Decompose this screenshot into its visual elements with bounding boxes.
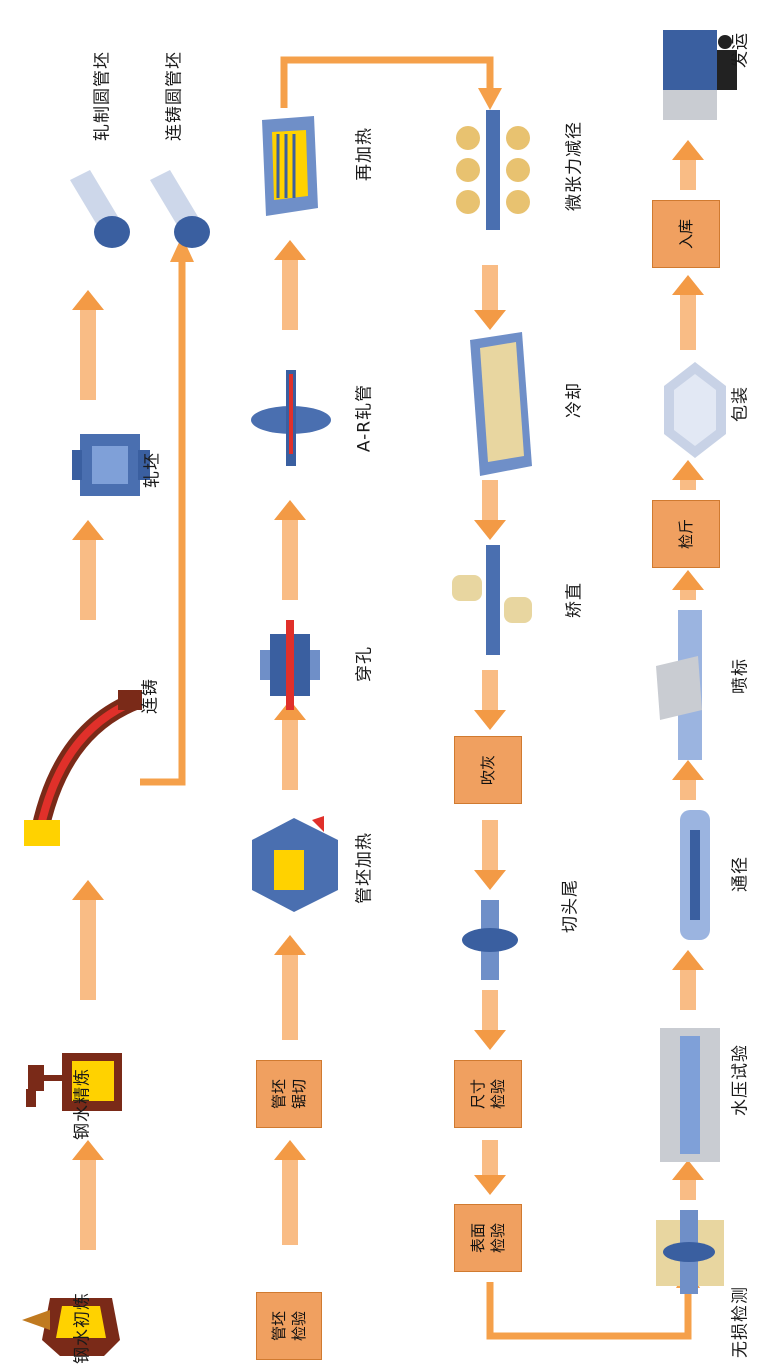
flow-arrow-shaft (680, 156, 696, 190)
box-label-s24: 检斤 (676, 519, 696, 549)
box-s16: 吹灰 (454, 736, 522, 804)
ndt-icon (650, 1210, 730, 1295)
box-s24: 检斤 (652, 500, 720, 568)
flow-arrow-shaft (282, 516, 298, 600)
flow-arrow-head (72, 520, 104, 540)
end-cutting-icon (455, 900, 525, 980)
flow-arrow-head (474, 1175, 506, 1195)
box-label-s18: 尺寸检验 (468, 1079, 508, 1109)
label-s23: 喷标 (726, 658, 751, 694)
flow-arrow-shaft (482, 1140, 498, 1179)
label-s25: 包装 (726, 386, 751, 422)
flow-arrow-shaft (282, 1156, 298, 1245)
label-s12: 再加热 (350, 127, 375, 181)
ar-mill-icon (246, 360, 336, 470)
marking-icon (650, 610, 730, 760)
label-s09: 管坯加热 (350, 832, 375, 904)
box-s07: 管坯检验 (256, 1292, 322, 1360)
rotary-furnace-icon (244, 810, 344, 920)
flow-arrow-head (474, 870, 506, 890)
bundle-icon (660, 360, 730, 460)
flow-arrow-shaft (282, 256, 298, 330)
flow-arrow-head (672, 140, 704, 160)
box-label-s26: 入库 (676, 219, 696, 249)
connector-col2-to-col3 (284, 60, 490, 108)
label-s04: 轧坯 (138, 452, 163, 488)
flow-arrow-head (72, 290, 104, 310)
flow-arrow-head (672, 950, 704, 970)
box-label-s19: 表面检验 (468, 1223, 508, 1253)
reheating-furnace-icon (248, 112, 328, 222)
flow-arrow-shaft (482, 990, 498, 1034)
flow-arrow-shaft (482, 480, 498, 524)
rolled-round-billet-icon (60, 170, 140, 270)
box-s08: 管坯锯切 (256, 1060, 322, 1128)
label-s10: 穿孔 (350, 646, 375, 682)
box-s26: 入库 (652, 200, 720, 268)
flow-arrow-shaft (680, 966, 696, 1010)
label-s17: 切头尾 (556, 879, 581, 933)
flow-arrow-head (72, 1140, 104, 1160)
label-s14: 冷却 (560, 382, 585, 418)
flow-arrow-shaft (282, 716, 298, 790)
hydrostatic-test-icon (650, 1020, 730, 1170)
flow-arrow-shaft (80, 536, 96, 620)
label-s21: 水压试验 (726, 1044, 751, 1116)
label-s05: 轧制圆管坯 (88, 51, 113, 141)
flow-arrow-shaft (482, 820, 498, 874)
flow-arrow-shaft (282, 951, 298, 1040)
flow-arrow-head (474, 520, 506, 540)
reducing-mill-icon (448, 110, 538, 230)
label-s02: 钢水精炼 (68, 1068, 93, 1140)
flow-arrow-head (274, 240, 306, 260)
label-s13: 微张力减径 (560, 121, 585, 211)
piercing-mill-icon (250, 620, 330, 710)
flow-arrow-shaft (80, 896, 96, 1000)
label-s22: 通径 (726, 856, 751, 892)
label-s03: 连铸 (136, 678, 161, 714)
flow-arrow-head (474, 310, 506, 330)
flow-arrow-head (474, 710, 506, 730)
label-s20: 无损检测 (726, 1286, 751, 1358)
box-s19: 表面检验 (454, 1204, 522, 1272)
label-s06: 连铸圆管坯 (160, 51, 185, 141)
connector-col2-to-col3-head (478, 88, 502, 110)
flow-arrow-head (274, 500, 306, 520)
flow-arrow-shaft (482, 265, 498, 314)
box-label-s16: 吹灰 (478, 755, 498, 785)
flow-arrow-shaft (80, 1156, 96, 1250)
straightener-icon (446, 545, 536, 655)
box-s18: 尺寸检验 (454, 1060, 522, 1128)
label-s01: 钢水初炼 (68, 1292, 93, 1364)
box-label-s07: 管坯检验 (269, 1311, 309, 1341)
flow-arrow-head (274, 1140, 306, 1160)
continuous-caster-icon (18, 690, 158, 860)
flow-arrow-head (72, 880, 104, 900)
flow-arrow-head (672, 760, 704, 780)
drift-test-icon (670, 810, 720, 940)
label-s27: 发运 (726, 32, 751, 68)
flow-arrow-head (672, 460, 704, 480)
cast-round-billet-icon (140, 170, 220, 270)
flow-arrow-head (672, 275, 704, 295)
flow-arrow-shaft (80, 306, 96, 400)
label-s15: 矫直 (560, 582, 585, 618)
cooling-bed-icon (450, 330, 540, 480)
flow-arrow-head (274, 935, 306, 955)
flow-arrow-shaft (482, 670, 498, 714)
flow-arrow-shaft (680, 291, 696, 350)
flow-arrow-head (672, 570, 704, 590)
label-s11: A-R轧管 (350, 384, 375, 452)
box-label-s08: 管坯锯切 (269, 1079, 309, 1109)
flow-arrow-head (474, 1030, 506, 1050)
